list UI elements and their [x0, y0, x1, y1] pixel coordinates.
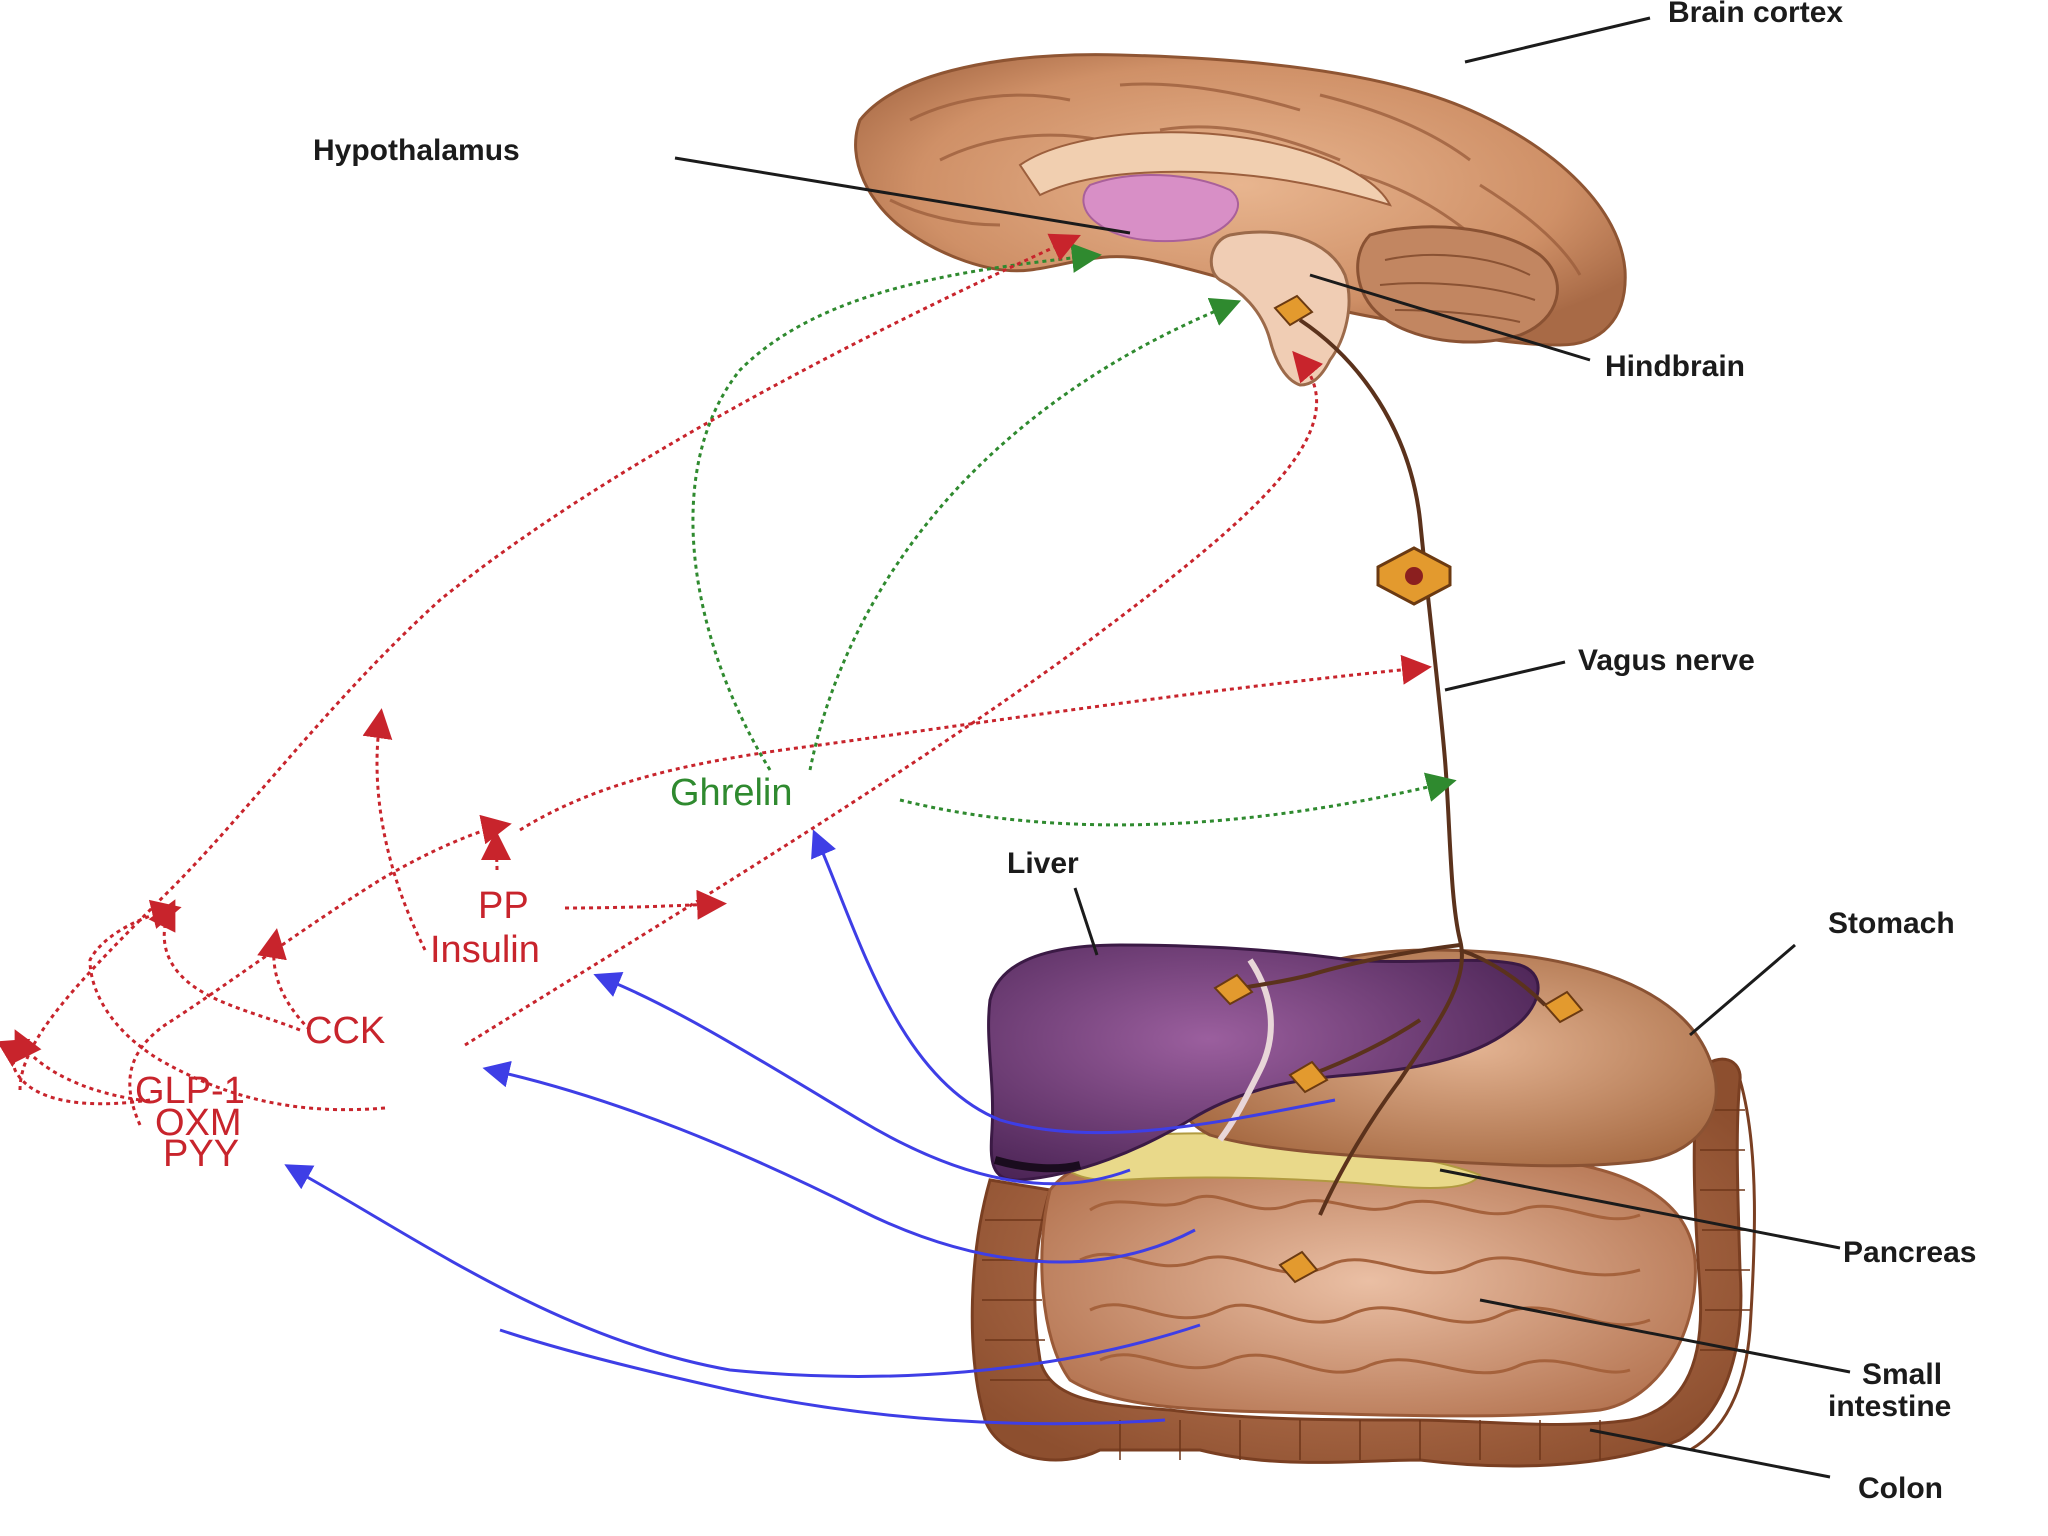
label-oxm: OXM [155, 1102, 242, 1144]
label-small-intestine-line2: intestine [1828, 1390, 1951, 1423]
ghrelin-to-hypothalamus-arrow [691, 243, 1102, 771]
label-cck: CCK [305, 1010, 385, 1052]
intestine-terminal-icon [1278, 1250, 1319, 1284]
stomach-terminal-icon [1543, 990, 1584, 1024]
ghrelin-secretion-arrow [811, 829, 1336, 1135]
label-insulin: Insulin [430, 929, 540, 971]
label-glp1: GLP-1 [135, 1070, 245, 1112]
glp1-to-hypothalamus-arrow [18, 233, 1081, 1091]
vagus-nerve [1213, 294, 1584, 1284]
label-small-intestine-line1: Small [1862, 1358, 1942, 1391]
colon-shape [970, 1057, 1743, 1468]
label-hypothalamus: Hypothalamus [313, 134, 520, 167]
leader-lines [674, 16, 1851, 1479]
satiety-pathways [0, 233, 1432, 1126]
small-intestine-shape [1040, 1144, 1697, 1418]
label-colon: Colon [1858, 1472, 1943, 1505]
label-liver: Liver [1007, 847, 1079, 880]
hindbrain-terminal-icon [1273, 294, 1314, 327]
ghrelin-to-vagus-arrow [899, 772, 1457, 827]
liver-terminal-icon [1213, 973, 1254, 1006]
label-ghrelin: Ghrelin [670, 772, 793, 814]
label-hindbrain: Hindbrain [1605, 350, 1745, 383]
label-pyy: PYY [163, 1133, 239, 1175]
hypothalamus-region [1082, 173, 1240, 243]
hormone-labels: Ghrelin PP Insulin CCK GLP-1 OXM PYY [135, 772, 793, 1175]
cck-to-hindbrain-arrow [464, 350, 1324, 1047]
cck-secretion-arrow [482, 1060, 1196, 1264]
label-pancreas: Pancreas [1843, 1236, 1976, 1269]
ghrelin-pathways [691, 243, 1457, 827]
brain-illustration [854, 53, 1627, 387]
label-stomach: Stomach [1828, 907, 1955, 940]
label-pp: PP [478, 885, 529, 927]
duodenum-terminal-icon [1288, 1060, 1329, 1094]
label-vagus-nerve: Vagus nerve [1578, 644, 1755, 677]
anatomy-labels: Brain cortex Hypothalamus Hindbrain Vagu… [313, 0, 1976, 1505]
secretion-arrows [284, 829, 1336, 1426]
pyy-secretion-arrow [284, 1164, 1201, 1378]
insulin-secretion-arrow [593, 971, 1131, 1186]
digestive-organs [970, 943, 1756, 1468]
label-brain-cortex: Brain cortex [1668, 0, 1843, 29]
ghrelin-to-hindbrain-arrow [808, 297, 1242, 771]
